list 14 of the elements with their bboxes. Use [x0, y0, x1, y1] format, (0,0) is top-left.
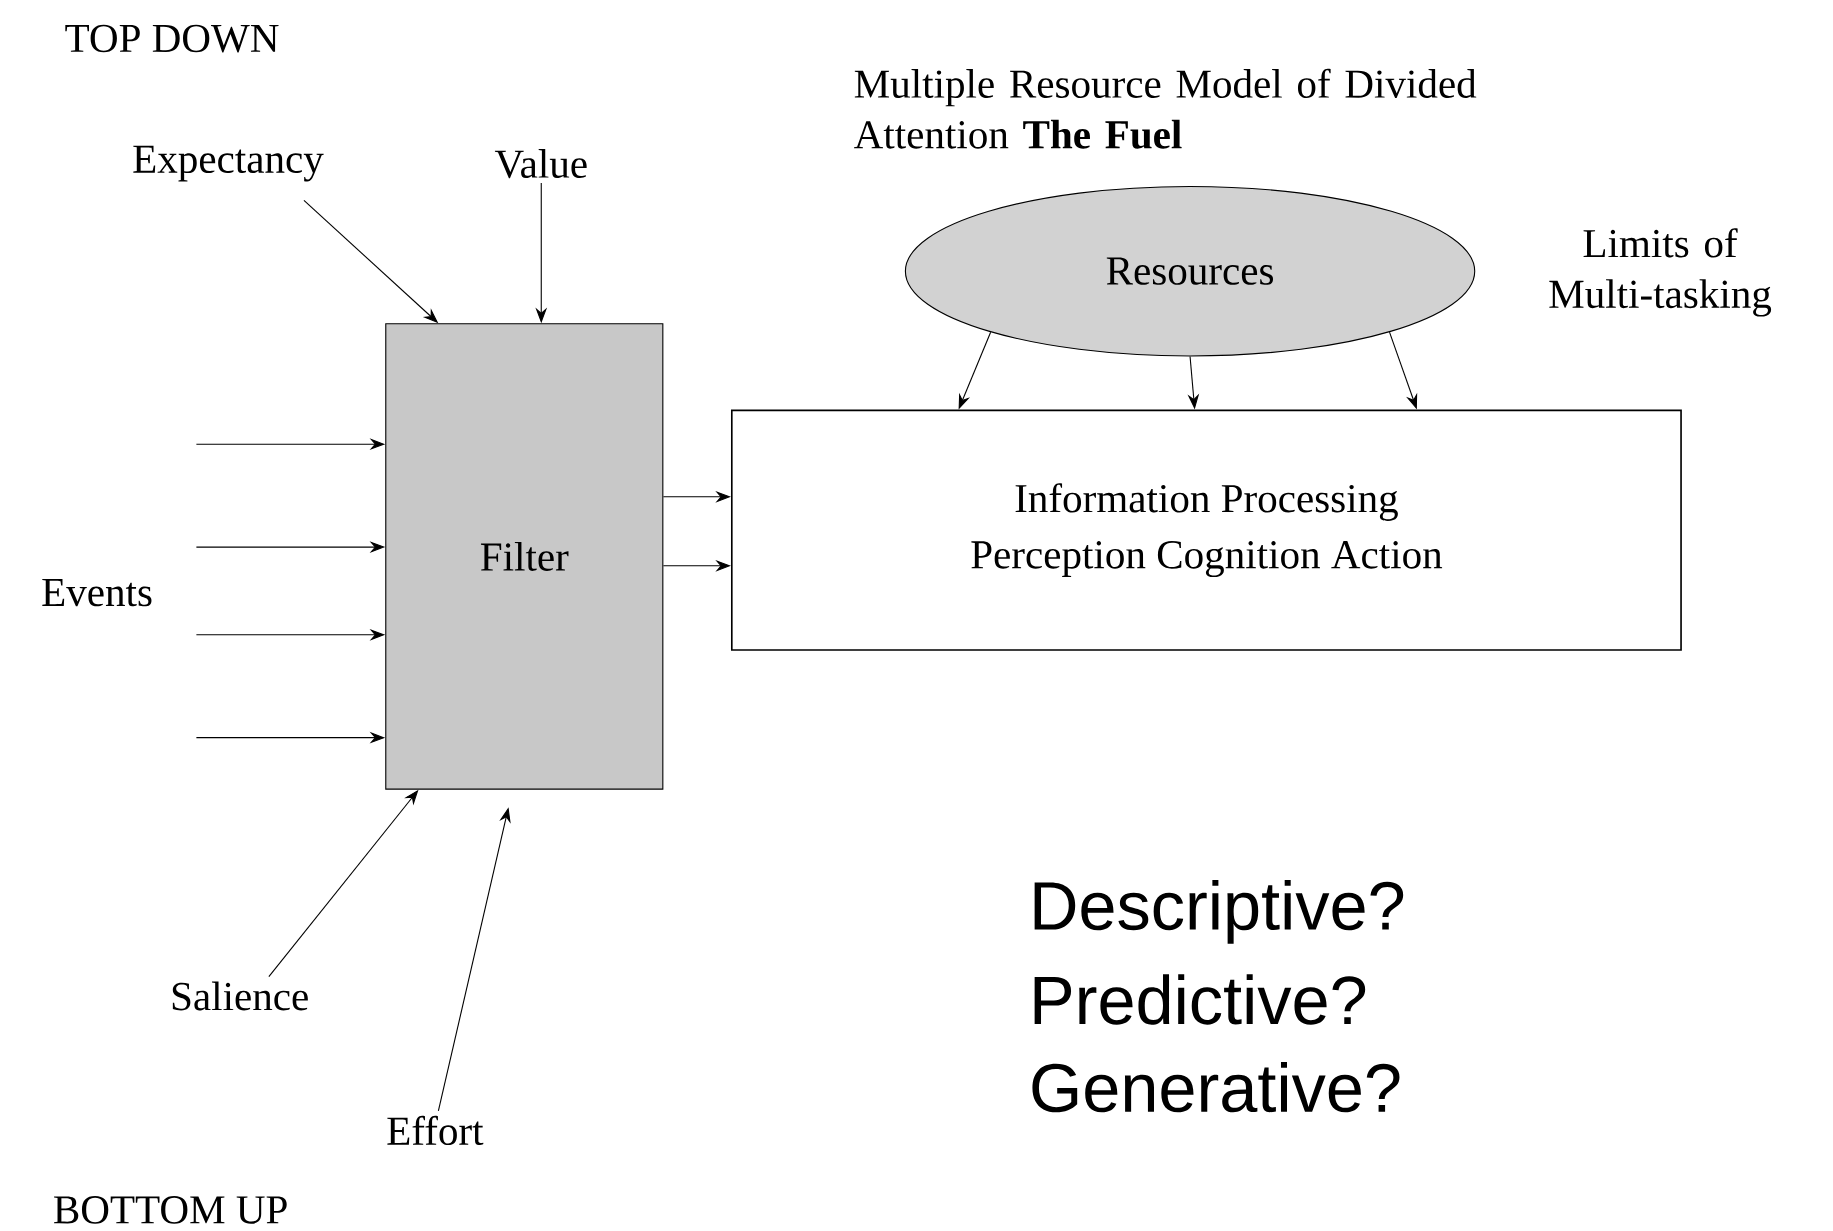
- note: Limits of Multi-tasking: [1549, 228, 1772, 317]
- note: Multiple Resource Model of Divided Attention The Fuel: [854, 68, 1477, 149]
- input-label: Value: [494, 149, 587, 179]
- process-box: Information Processing Perception Cognition Action: [730, 409, 1682, 651]
- heading: TOP DOWN: [65, 24, 279, 53]
- input-label: Effort: [387, 1115, 484, 1146]
- input-label: Salience: [172, 981, 308, 1011]
- question: Predictive?: [1034, 974, 1366, 1025]
- question: Descriptive?: [1034, 879, 1404, 944]
- question: Generative?: [1032, 1062, 1400, 1113]
- filter-box: Filter: [385, 323, 664, 790]
- group-label: Events: [42, 579, 152, 607]
- heading: BOTTOM UP: [54, 1196, 287, 1224]
- input-label: Expectancy: [133, 145, 324, 182]
